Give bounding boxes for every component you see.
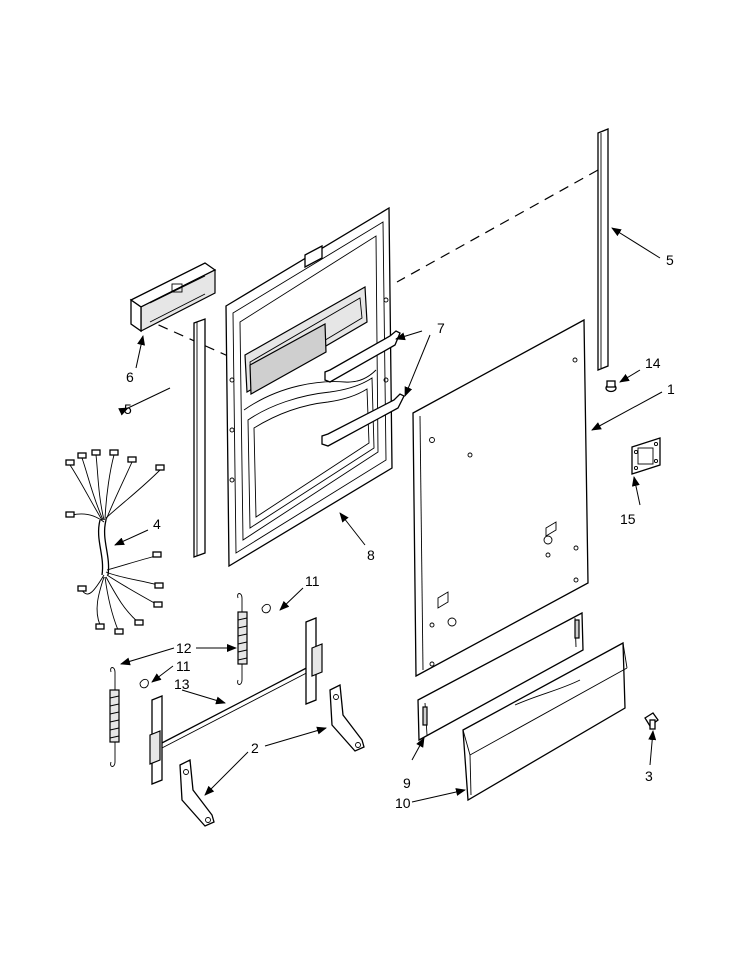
callout-2: 2 <box>251 740 259 756</box>
callout-11-lower: 11 <box>176 658 191 674</box>
callout-3: 3 <box>645 768 653 784</box>
callout-14: 14 <box>645 355 661 371</box>
callout-8: 8 <box>367 547 375 563</box>
callout-13: 13 <box>174 676 190 692</box>
callout-11-upper: 11 <box>305 573 320 589</box>
callout-9: 9 <box>403 775 411 791</box>
alignment-dashed-lines <box>142 169 599 357</box>
door-spring-left <box>109 667 120 767</box>
control-bracket <box>129 262 217 333</box>
vent-trim <box>417 611 584 742</box>
link-rod-assembly <box>149 617 323 785</box>
door-handles <box>321 330 405 447</box>
spring-clips <box>139 603 271 689</box>
callout-labels: 5 6 5 7 14 1 4 15 8 11 12 11 13 2 3 9 10 <box>124 252 675 811</box>
callout-5-left: 5 <box>124 401 132 417</box>
callout-10: 10 <box>395 795 411 811</box>
leader-lines <box>114 227 663 803</box>
wire-harness <box>65 449 165 635</box>
screw-14 <box>605 380 617 393</box>
callout-1: 1 <box>667 381 675 397</box>
door-hinges <box>179 683 365 827</box>
latch-plate <box>631 437 661 475</box>
callout-4: 4 <box>153 516 161 532</box>
outer-door-panel <box>412 318 589 678</box>
toe-panel <box>462 641 628 802</box>
inner-door-panel <box>225 206 393 568</box>
door-spring-right <box>237 593 248 685</box>
gasket-strip-left <box>193 318 206 558</box>
callout-7: 7 <box>437 320 445 336</box>
screw-3 <box>644 712 659 730</box>
callout-12: 12 <box>176 640 192 656</box>
gasket-strip-right <box>597 128 609 371</box>
callout-6: 6 <box>126 369 134 385</box>
callout-15: 15 <box>620 511 636 527</box>
callout-5-right: 5 <box>666 252 674 268</box>
